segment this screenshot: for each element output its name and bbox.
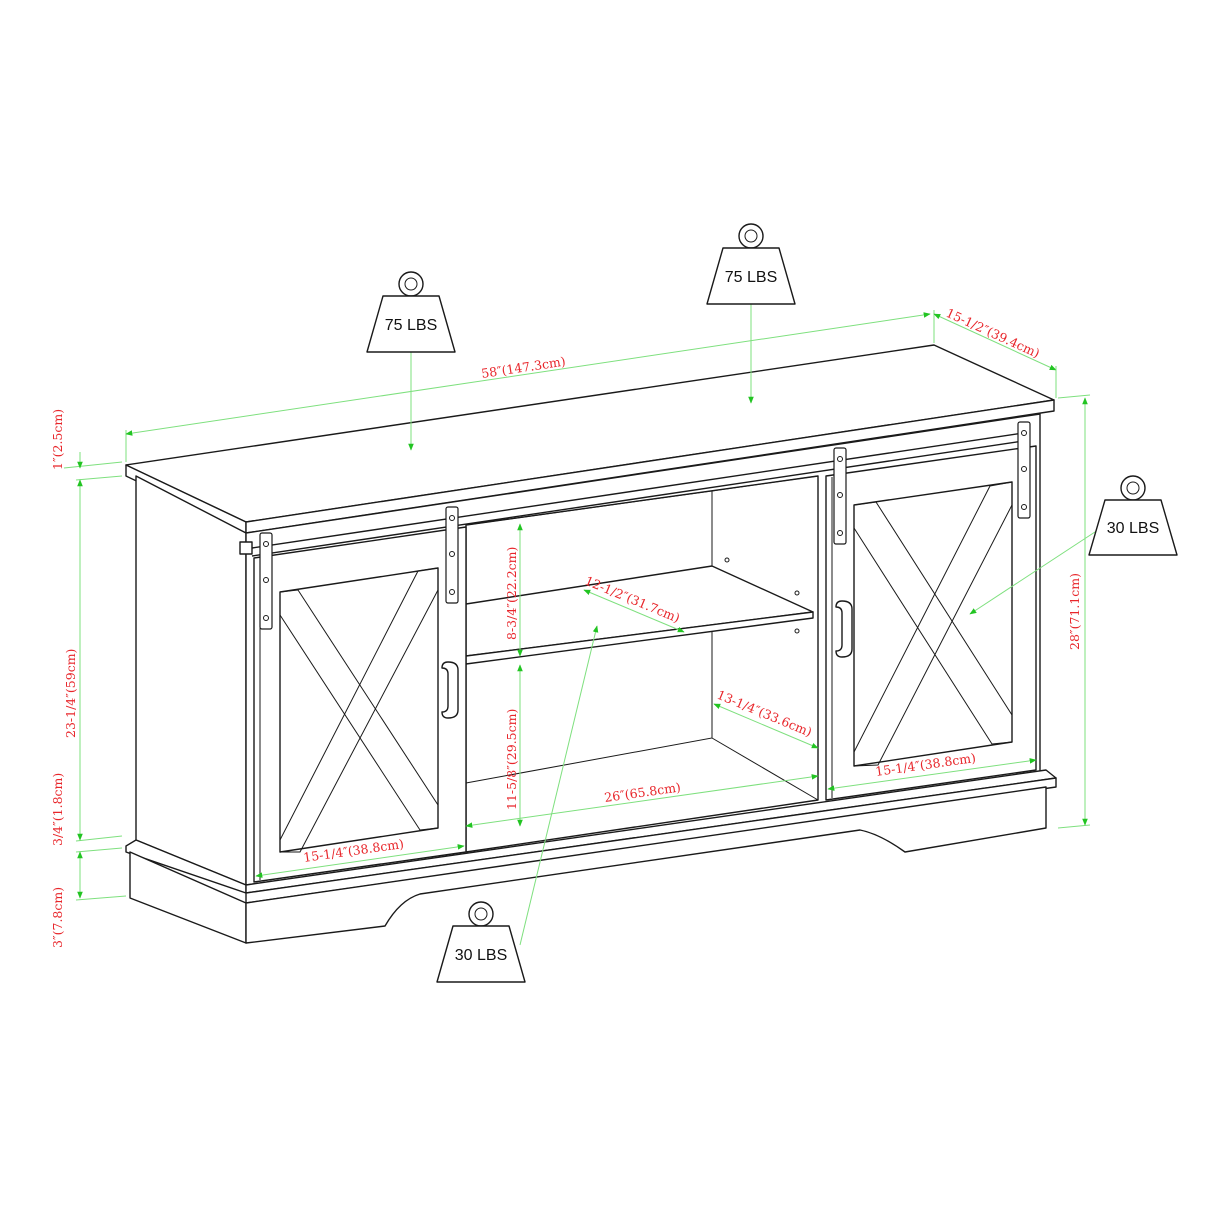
weight-label: 30 LBS	[455, 947, 507, 964]
dim-overall-height: 28″(71.1cm)	[1057, 394, 1091, 829]
base-trim-label: 3/4″(1.8cm)	[50, 773, 65, 846]
door-hanger-straps	[259, 421, 1031, 630]
base-height-label: 3″(7.8cm)	[50, 887, 65, 948]
left-barn-door	[253, 526, 467, 883]
weight-icon	[436, 901, 526, 983]
weight-capacity-markers: 75 LBS 75 LBS 30 LBS	[366, 223, 1178, 983]
hanger-strap	[1017, 421, 1031, 519]
upper-opening-height-label: 8-3/4″(22.2cm)	[504, 547, 519, 640]
weight-label: 75 LBS	[385, 317, 437, 334]
dim-left-vertical-stack: 1″(2.5cm) 23-1/4″(59cm) 3/4″(1.8cm) 3″(7…	[50, 409, 127, 948]
weight-label: 75 LBS	[725, 269, 777, 286]
center-compartment	[465, 475, 819, 853]
overall-width-label: 58″(147.3cm)	[480, 354, 566, 381]
hanger-strap	[259, 532, 273, 630]
lower-opening-height-label: 11-5/8″(29.5cm)	[504, 709, 519, 810]
top-thickness-label: 1″(2.5cm)	[50, 409, 65, 470]
weight-icon	[366, 271, 456, 353]
overall-depth-label: 15-1/2″(39.4cm)	[944, 305, 1042, 361]
barn-door-rail	[239, 431, 1031, 557]
console-body	[125, 344, 1057, 944]
weight-marker-top-right: 75 LBS	[706, 223, 796, 404]
weight-icon	[706, 223, 796, 305]
body-height-label: 23-1/4″(59cm)	[63, 649, 78, 738]
weight-marker-top-left: 75 LBS	[366, 271, 456, 451]
left-side-panel	[135, 475, 247, 886]
hanger-strap	[445, 506, 459, 604]
weight-icon	[1088, 475, 1178, 556]
right-barn-door	[825, 445, 1037, 801]
weight-marker-right-cabinet: 30 LBS	[969, 475, 1178, 615]
left-door-handle[interactable]	[441, 661, 459, 719]
weight-marker-center-shelf: 30 LBS	[436, 625, 599, 983]
overall-height-label: 28″(71.1cm)	[1067, 573, 1082, 650]
right-door-handle[interactable]	[835, 600, 853, 658]
hanger-strap	[833, 447, 847, 545]
weight-label: 30 LBS	[1107, 520, 1159, 537]
